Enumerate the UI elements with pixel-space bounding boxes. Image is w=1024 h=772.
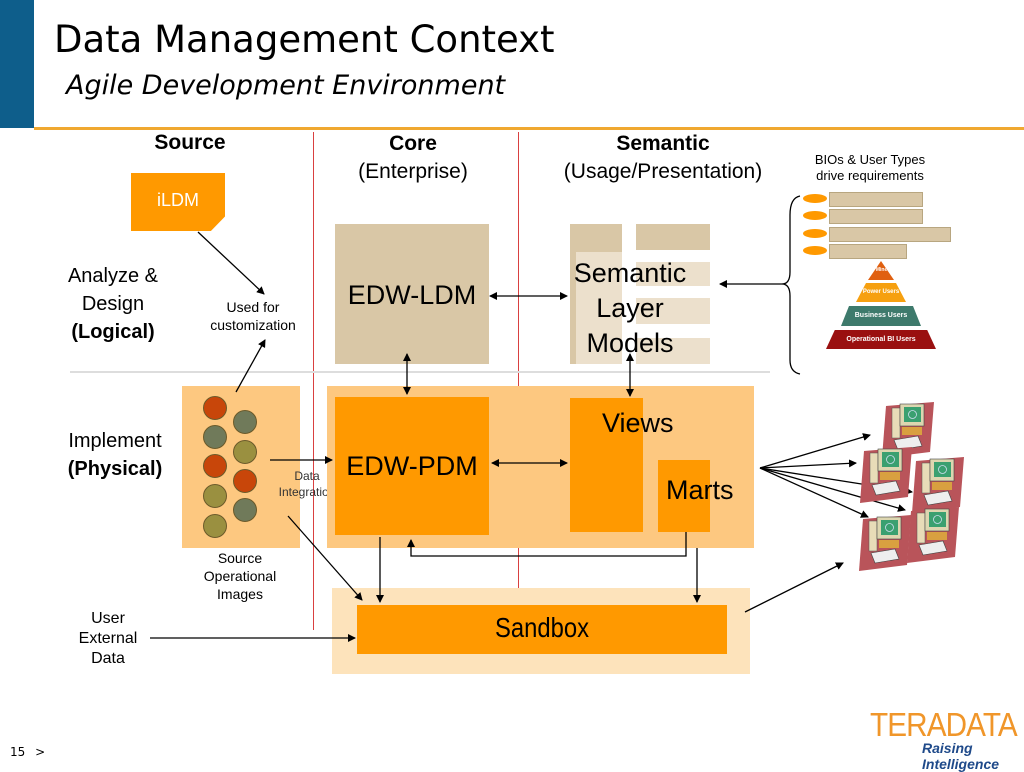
physical-row-label: Implement (Physical) <box>45 427 185 483</box>
source-image-circle <box>233 440 257 464</box>
ildm-label: iLDM <box>156 190 199 210</box>
source-image-circle <box>203 396 227 420</box>
source-image-circle <box>233 469 257 493</box>
column-divider <box>518 132 519 630</box>
bios-label: BIOs & User Types drive requirements <box>800 152 940 184</box>
label-line: (Logical) <box>71 321 155 343</box>
logo-brand: TERADATA <box>870 706 1018 743</box>
semantic-model-strip <box>636 262 710 286</box>
semantic-header: Semantic <box>616 132 710 155</box>
source-image-circle <box>203 425 227 449</box>
label-line: Images <box>217 586 263 602</box>
marts-box <box>658 460 710 532</box>
label-line: User <box>91 610 125 627</box>
semantic-model-strip <box>576 252 622 364</box>
teradata-logo: TERADATA Raising Intelligence <box>870 706 1020 772</box>
logo-tagline: Raising Intelligence <box>922 740 1000 772</box>
label-line: drive requirements <box>816 168 924 183</box>
label-line: Design <box>81 293 145 315</box>
label-line: Semantic <box>573 258 687 288</box>
label-line: (Physical) <box>67 458 163 480</box>
edw-ldm-label: EDW-LDM <box>347 280 477 310</box>
label-line: BIOs & User Types <box>814 152 926 167</box>
user-computer-icon <box>859 446 913 504</box>
arrow <box>744 562 844 613</box>
label-line: External <box>78 630 138 647</box>
user-computer-icon <box>858 514 912 572</box>
semantic-model-strip <box>636 338 710 364</box>
label-line: Data <box>91 650 125 667</box>
arrow <box>759 433 871 469</box>
arrow <box>407 532 687 557</box>
arrow <box>759 467 869 518</box>
pyramid-business-users: Business Users <box>841 306 921 326</box>
label-line: customization <box>210 317 296 333</box>
label-line: Operational <box>203 568 277 584</box>
source-image-circle <box>233 498 257 522</box>
semantic-subheader: (Usage/Presentation) <box>563 160 763 183</box>
label-line: Used for <box>226 299 280 315</box>
row-divider <box>70 371 770 373</box>
label-line: Implement <box>68 430 162 452</box>
used-for-customization-label: Used for customization <box>193 298 313 334</box>
label-line: Source <box>217 550 263 566</box>
core-header: Core <box>389 132 437 155</box>
user-external-data-label: User External Data <box>60 609 156 669</box>
core-subheader: (Enterprise) <box>358 160 468 183</box>
title-accent-bar <box>0 0 34 128</box>
pyramid-power-users: Power Users <box>856 283 906 302</box>
brace <box>781 195 801 375</box>
arrow <box>197 231 265 295</box>
ildm-box: iLDM <box>131 173 225 231</box>
edw-pdm-label: EDW-PDM <box>346 451 478 481</box>
semantic-layer-models-label: Semantic Layer Models <box>560 256 700 361</box>
logical-row-label: Analyze & Design (Logical) <box>45 262 181 346</box>
data-integration-label: Data Integration <box>267 468 347 500</box>
bios-grid <box>803 192 951 259</box>
arrow <box>235 339 266 393</box>
column-divider <box>313 132 314 630</box>
user-computer-icon <box>911 456 965 514</box>
title-underline <box>34 127 1024 130</box>
source-header: Source <box>154 131 226 154</box>
source-image-circle <box>203 514 227 538</box>
pyramid-operational-bi-users: Operational BI Users <box>826 330 936 349</box>
label-line: Integration <box>278 485 336 499</box>
arrow <box>759 459 857 469</box>
semantic-model-strip <box>636 224 710 250</box>
sandbox-box <box>357 605 727 654</box>
arrow <box>287 515 363 601</box>
page-number: 15 > <box>10 745 45 759</box>
label-line: Data <box>294 469 320 483</box>
arrow <box>759 467 906 512</box>
label-line: Analyze & <box>67 265 159 287</box>
label-line: Layer <box>596 293 664 323</box>
user-computer-icon <box>906 506 960 564</box>
slide-title: Data Management Context <box>54 18 555 61</box>
edw-pdm-box <box>335 397 489 535</box>
page-number-value: 15 <box>10 745 26 759</box>
views-box <box>570 398 643 532</box>
marts-label: Marts <box>666 475 734 505</box>
source-image-circle <box>233 410 257 434</box>
views-label: Views <box>602 408 674 438</box>
sandbox-label: Sandbox <box>495 612 589 643</box>
source-image-circle <box>203 484 227 508</box>
semantic-model-strip <box>636 298 710 324</box>
edw-ldm-box <box>335 224 489 364</box>
source-operational-images-label: Source Operational Images <box>180 549 300 603</box>
next-slide-indicator[interactable]: > <box>35 745 46 759</box>
source-image-circle <box>203 454 227 478</box>
slide-subtitle: Agile Development Environment <box>66 70 506 101</box>
